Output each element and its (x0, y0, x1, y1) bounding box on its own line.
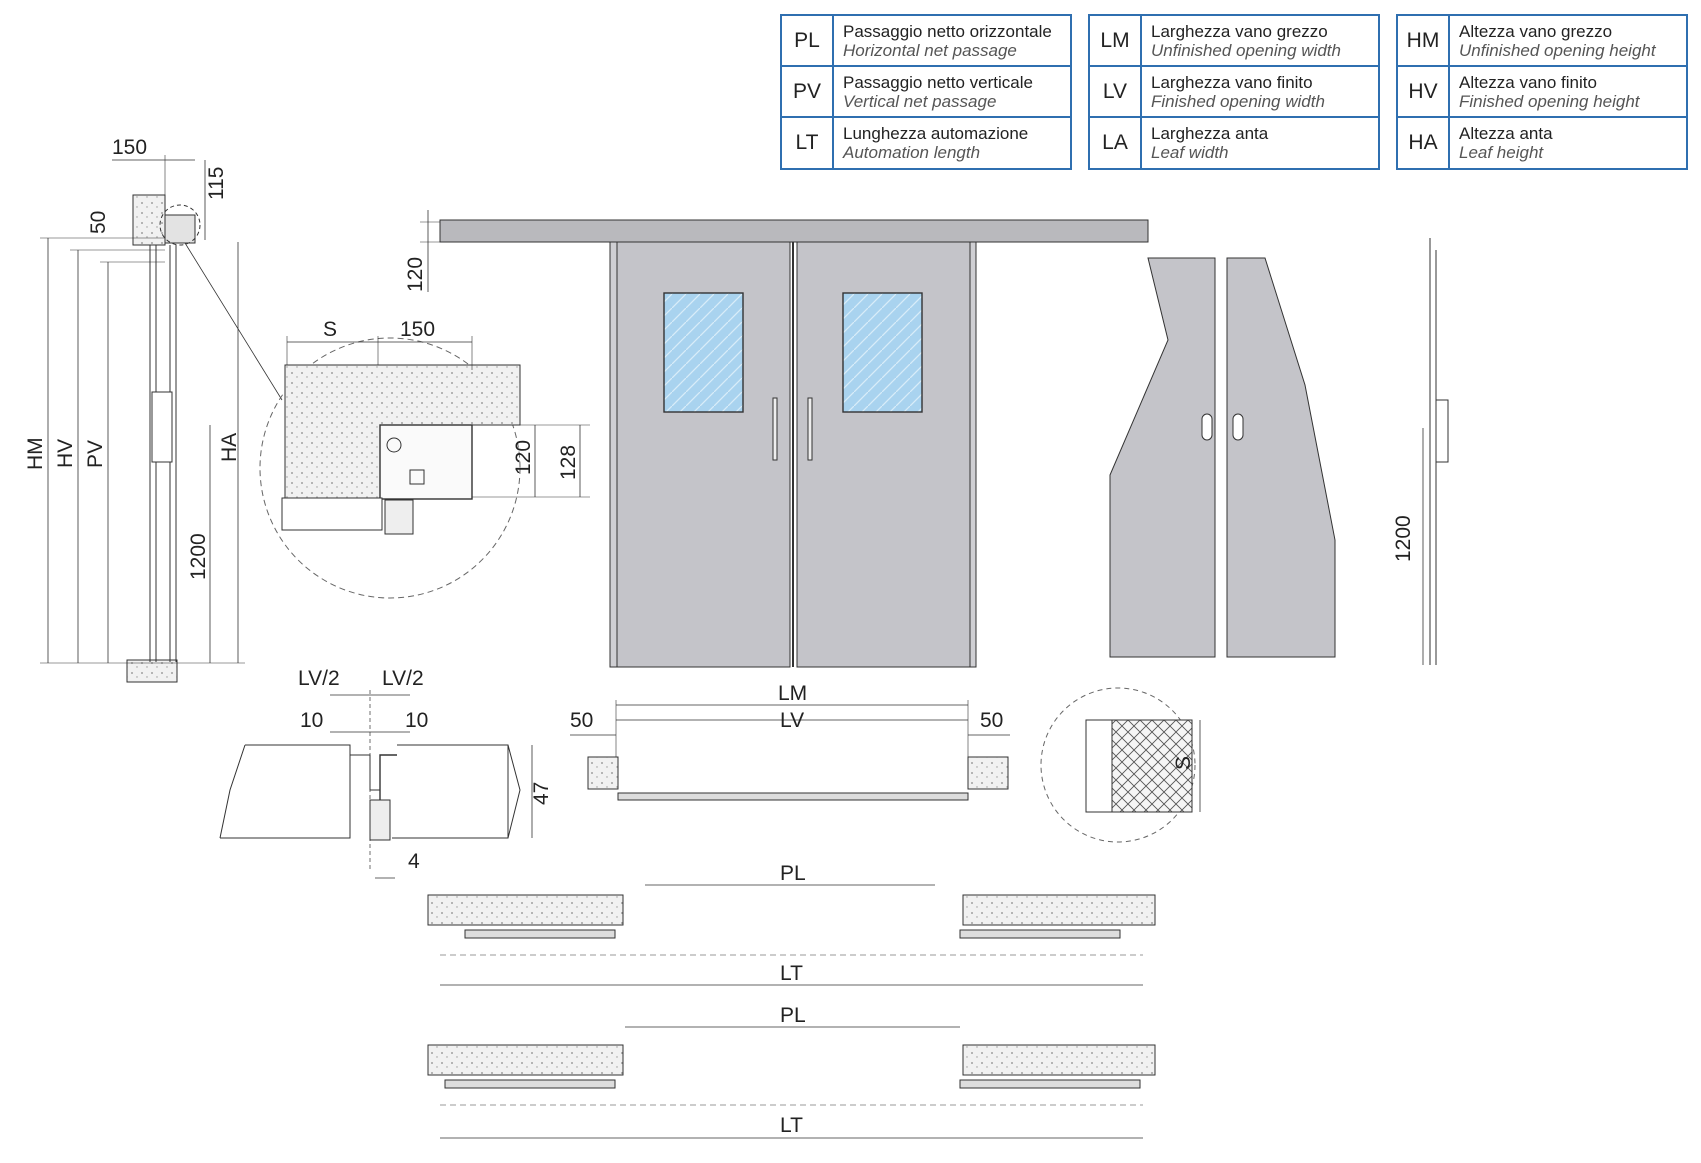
dim-lv: LV (780, 709, 804, 732)
side-section (40, 155, 283, 683)
dim-47: 47 (530, 782, 553, 805)
dim-s-plan: S (1172, 756, 1195, 770)
dim-50-right: 50 (980, 709, 1003, 732)
right-window (842, 292, 923, 413)
dim-115-side: 115 (205, 167, 228, 200)
perspective-leaves (1109, 257, 1336, 658)
dim-hm: HM (24, 437, 47, 470)
dim-150-detail: 150 (400, 318, 435, 341)
wall-bottom-block (126, 659, 178, 683)
dim-lm: LM (778, 682, 807, 705)
plan-closed-detail-circle (1040, 687, 1196, 843)
dim-hv: HV (54, 439, 77, 468)
panel-crosshatch (1111, 719, 1193, 813)
header-mechanism (379, 424, 473, 500)
dim-50-side: 50 (87, 211, 110, 234)
dim-1200-side: 1200 (187, 533, 210, 580)
dim-150-side: 150 (112, 136, 147, 159)
plan-open-1 (427, 884, 1156, 986)
perspective-leaf-right (1226, 257, 1336, 658)
automation-header-bar (439, 219, 1149, 243)
left-window (663, 292, 744, 413)
dim-pl-1: PL (780, 862, 806, 885)
left-leaf-handle (772, 397, 778, 461)
plan-open-2 (427, 1026, 1156, 1139)
dim-50-left: 50 (570, 709, 593, 732)
dim-10-left: 10 (300, 709, 323, 732)
dim-pv: PV (84, 440, 107, 468)
header-detail (259, 336, 590, 599)
dim-lt-2: LT (780, 1114, 803, 1137)
right-leaf-handle (807, 397, 813, 461)
plan-closed (570, 687, 1201, 843)
front-view (420, 210, 1149, 668)
dim-120-front: 120 (404, 257, 427, 292)
header-detail-circle (259, 337, 521, 599)
dim-lt-1: LT (780, 962, 803, 985)
dim-4: 4 (408, 850, 420, 873)
dim-10-right: 10 (405, 709, 428, 732)
dim-128-detail: 128 (557, 445, 580, 480)
header-profile (164, 214, 196, 244)
dim-s-detail: S (323, 318, 337, 341)
detail-callout-circle (159, 204, 201, 246)
perspective-leaf-left (1109, 257, 1216, 658)
dim-1200-right: 1200 (1392, 515, 1415, 562)
wall-top-block (132, 194, 166, 246)
dim-lv2-right: LV/2 (382, 667, 424, 690)
right-side-view (1422, 238, 1449, 665)
dim-120-detail: 120 (512, 440, 535, 475)
side-handle (151, 391, 173, 463)
joint-detail (219, 690, 533, 879)
dim-lv2-left: LV/2 (298, 667, 340, 690)
dim-pl-2: PL (780, 1004, 806, 1027)
dim-ha: HA (218, 433, 241, 462)
